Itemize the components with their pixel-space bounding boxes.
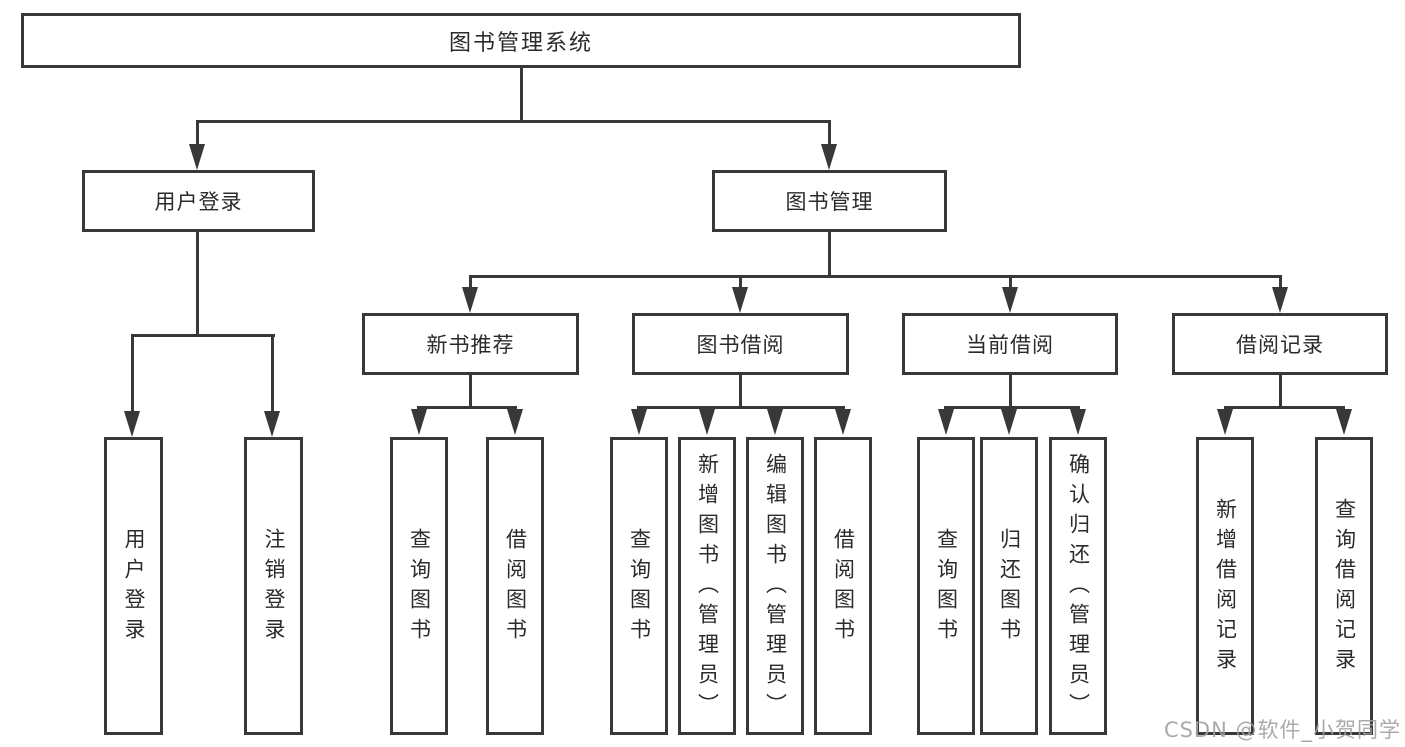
arrowhead-down-icon	[1217, 409, 1233, 435]
connector-line	[828, 120, 831, 152]
connector-line	[469, 275, 1282, 278]
arrowhead-down-icon	[189, 144, 205, 170]
leaf-confirm-return-admin: 确认归还（管理员）	[1049, 437, 1107, 735]
arrowhead-down-icon	[732, 287, 748, 313]
connector-line	[196, 232, 199, 336]
connector-line	[637, 406, 845, 409]
arrowhead-down-icon	[1070, 409, 1086, 435]
connector-line	[828, 232, 831, 277]
node-current-borrowing: 当前借阅	[902, 313, 1118, 375]
connector-line	[1009, 275, 1012, 289]
leaf-add-book-admin: 新增图书（管理员）	[678, 437, 736, 735]
connector-line	[1009, 375, 1012, 408]
leaf-query-books-borrowing: 查询图书	[610, 437, 668, 735]
arrowhead-down-icon	[1336, 409, 1352, 435]
connector-line	[739, 375, 742, 408]
leaf-logout: 注销登录	[244, 437, 303, 735]
arrowhead-down-icon	[699, 409, 715, 435]
connector-line	[739, 275, 742, 289]
arrowhead-down-icon	[1002, 287, 1018, 313]
leaf-query-borrow-record: 查询借阅记录	[1315, 437, 1373, 735]
arrowhead-down-icon	[507, 409, 523, 435]
node-borrowing-records: 借阅记录	[1172, 313, 1388, 375]
connector-line	[196, 120, 199, 152]
arrowhead-down-icon	[821, 144, 837, 170]
leaf-add-borrow-record: 新增借阅记录	[1196, 437, 1254, 735]
arrowhead-down-icon	[264, 411, 280, 437]
arrowhead-down-icon	[124, 411, 140, 437]
arrowhead-down-icon	[411, 409, 427, 435]
leaf-edit-book-admin: 编辑图书（管理员）	[746, 437, 804, 735]
arrowhead-down-icon	[462, 287, 478, 313]
connector-line	[1224, 406, 1345, 409]
leaf-return-books: 归还图书	[980, 437, 1038, 735]
leaf-borrow-books: 借阅图书	[814, 437, 872, 735]
leaf-query-books-recommend: 查询图书	[390, 437, 448, 735]
connector-line	[520, 66, 523, 122]
node-book-management: 图书管理	[712, 170, 947, 232]
connector-line	[1279, 275, 1282, 289]
connector-line	[469, 375, 472, 408]
arrowhead-down-icon	[631, 409, 647, 435]
leaf-query-books-current: 查询图书	[917, 437, 975, 735]
connector-line	[417, 406, 517, 409]
arrowhead-down-icon	[1001, 409, 1017, 435]
node-library-management-system: 图书管理系统	[21, 13, 1021, 68]
node-book-borrowing: 图书借阅	[632, 313, 849, 375]
connector-line	[131, 334, 275, 337]
connector-line	[131, 334, 134, 414]
leaf-user-login: 用户登录	[104, 437, 163, 735]
arrowhead-down-icon	[767, 409, 783, 435]
leaf-borrow-books-recommend: 借阅图书	[486, 437, 544, 735]
node-user-login: 用户登录	[82, 170, 315, 232]
connector-line	[944, 406, 1080, 409]
arrowhead-down-icon	[938, 409, 954, 435]
connector-line	[1279, 375, 1282, 408]
arrowhead-down-icon	[835, 409, 851, 435]
csdn-watermark: CSDN @软件_小贺同学	[1163, 718, 1401, 742]
connector-line	[196, 120, 831, 123]
connector-line	[271, 334, 274, 414]
node-new-book-recommendation: 新书推荐	[362, 313, 579, 375]
arrowhead-down-icon	[1272, 287, 1288, 313]
connector-line	[469, 275, 472, 289]
